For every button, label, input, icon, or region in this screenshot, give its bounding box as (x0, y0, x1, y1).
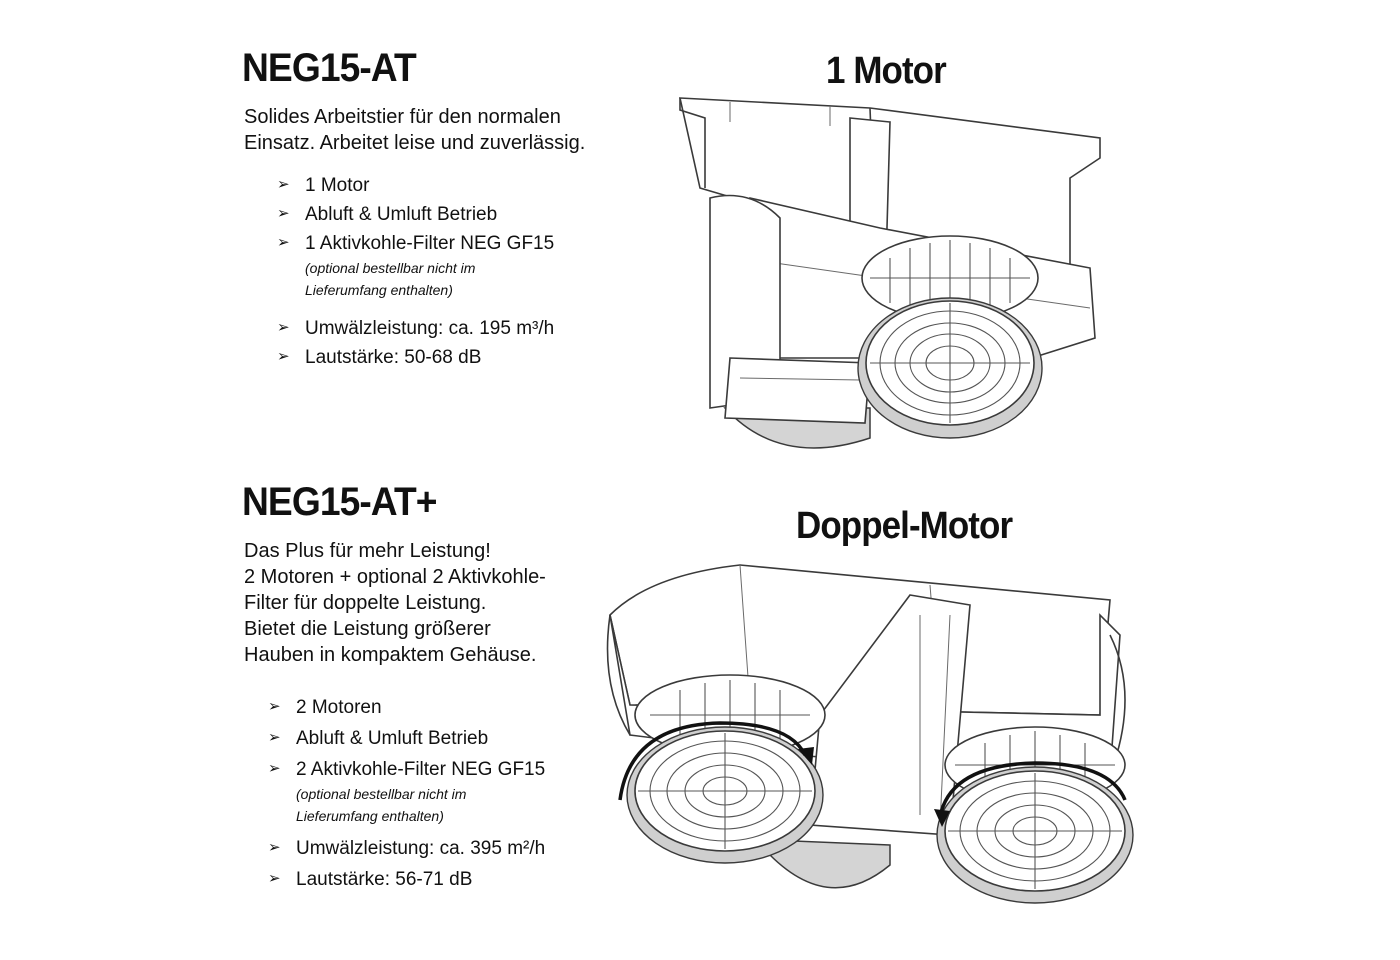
description-line: Solides Arbeitstier für den normalen (244, 106, 561, 128)
bullet-arrow-icon: ➢ (277, 176, 290, 193)
motor-label-single: 1 Motor (826, 50, 947, 92)
bullet-arrow-icon: ➢ (277, 234, 290, 251)
list-item: ➢ 2 Motoren (268, 697, 382, 718)
bullet-arrow-icon: ➢ (268, 839, 281, 856)
product-description: Solides Arbeitstier für den normalen Ein… (244, 104, 585, 156)
list-item: ➢Abluft & Umluft Betrieb (268, 728, 489, 749)
list-item: ➢1 Motor (277, 175, 370, 196)
product-title-neg15-at: NEG15-AT (242, 46, 417, 90)
list-item: ➢1 Aktivkohle-Filter NEG GF15 (optional … (277, 233, 554, 318)
bullet-arrow-icon: ➢ (268, 870, 281, 887)
product-description: Das Plus für mehr Leistung! 2 Motoren + … (244, 538, 546, 668)
list-item: ➢Abluft & Umluft Betrieb (277, 204, 498, 225)
list-item: ➢Lautstärke: 50-68 dB (277, 347, 482, 368)
product-title-neg15-at-plus: NEG15-AT+ (242, 480, 437, 524)
list-item: ➢Lautstärke: 56-71 dB (268, 869, 473, 890)
bullet-arrow-icon: ➢ (268, 729, 281, 746)
description-line: Hauben in kompaktem Gehäuse. (244, 644, 537, 666)
description-line: Bietet die Leistung größerer (244, 618, 491, 640)
list-item: ➢Umwälzleistung: ca. 195 m³/h (277, 318, 555, 339)
feature-list: ➢1 Motor ➢Abluft & Umluft Betrieb ➢1 Akt… (277, 175, 554, 376)
double-motor-unit-drawing-icon (606, 564, 1134, 904)
description-line: Einsatz. Arbeitet leise und zuverlässig. (244, 132, 586, 154)
bullet-arrow-icon: ➢ (277, 205, 290, 222)
single-motor-unit-drawing-icon (678, 97, 1101, 449)
motor-label-double: Doppel-Motor (796, 505, 1013, 547)
description-line: 2 Motoren + optional 2 Aktivkohle- (244, 566, 546, 588)
feature-list: ➢ 2 Motoren ➢Abluft & Umluft Betrieb ➢2 … (268, 697, 545, 900)
bullet-arrow-icon: ➢ (268, 698, 281, 715)
list-item: ➢2 Aktivkohle-Filter NEG GF15 (optional … (268, 759, 545, 838)
bullet-arrow-icon: ➢ (277, 319, 290, 336)
description-line: Filter für doppelte Leistung. (244, 592, 487, 614)
bullet-arrow-icon: ➢ (268, 760, 281, 777)
bullet-arrow-icon: ➢ (277, 348, 290, 365)
list-item: ➢Umwälzleistung: ca. 395 m²/h (268, 838, 546, 859)
description-line: Das Plus für mehr Leistung! (244, 540, 491, 562)
